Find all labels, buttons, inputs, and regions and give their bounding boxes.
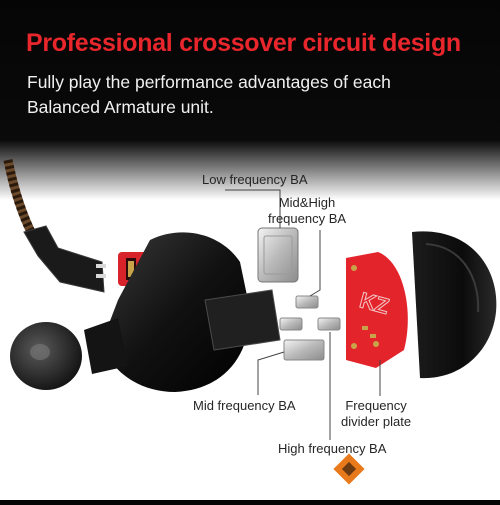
callout-mid-frequency-ba: Mid frequency BA <box>193 398 296 414</box>
watermark-badge <box>333 453 365 485</box>
callout-divider-line-1: Frequency <box>345 398 407 413</box>
callout-low-frequency-ba: Low frequency BA <box>202 172 308 188</box>
faceplate-highlight <box>425 243 480 313</box>
frequency-divider-plate <box>346 252 408 368</box>
high-frequency-ba-unit <box>317 317 341 331</box>
connector-pins <box>96 264 106 278</box>
subline: Fully play the performance advantages of… <box>27 70 467 120</box>
callout-mid-high-line-1: Mid&High <box>278 195 336 210</box>
extra-ba-unit <box>279 317 303 331</box>
callout-high-frequency-ba-label: High frequency BA <box>278 441 387 456</box>
callout-frequency-divider-plate: Frequency divider plate <box>341 398 411 430</box>
callout-high-frequency-ba: High frequency BA <box>278 441 386 457</box>
nozzle <box>84 318 128 374</box>
driver-holder <box>204 289 281 351</box>
mid-frequency-ba-unit <box>283 339 325 361</box>
callout-lines <box>225 189 381 440</box>
mid-high-frequency-ba-unit <box>295 295 319 309</box>
callout-mid-frequency-ba-label: Mid frequency BA <box>193 398 296 413</box>
earphone-shell <box>102 232 250 392</box>
callout-mid-high-line-2: frequency BA <box>268 211 347 226</box>
callout-low-frequency-ba-label: Low frequency BA <box>202 172 308 187</box>
low-frequency-ba-unit <box>257 227 299 283</box>
subline-line-2: Balanced Armature unit. <box>27 97 214 117</box>
subline-line-1: Fully play the performance advantages of… <box>27 72 391 92</box>
ear-tip-highlight <box>30 344 50 360</box>
callout-mid-high-frequency-ba: Mid&High frequency BA <box>268 195 346 227</box>
callout-divider-line-2: divider plate <box>341 414 412 429</box>
headline: Professional crossover circuit design <box>26 29 461 57</box>
faceplate-cap <box>412 231 497 379</box>
